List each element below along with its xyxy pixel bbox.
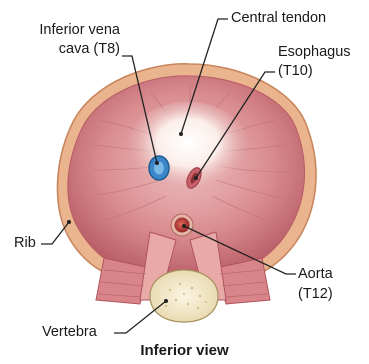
label-central-tendon: Central tendon: [231, 10, 326, 27]
vertebra: [150, 270, 218, 322]
ivc-leader-dot: [155, 161, 159, 165]
label-aorta-line2: (T12): [298, 286, 333, 303]
label-ivc-line2: cava (T8): [0, 41, 120, 58]
label-ivc-line1: Inferior vena: [0, 22, 120, 39]
central-tendon-leader-dot: [179, 132, 183, 136]
label-esophagus-line2: (T10): [278, 63, 313, 80]
esophagus-leader-dot: [194, 176, 198, 180]
label-rib: Rib: [14, 235, 36, 252]
label-aorta-line1: Aorta: [298, 266, 333, 283]
vertebra-leader-dot: [164, 299, 168, 303]
aorta-leader-dot: [182, 224, 186, 228]
label-esophagus-line1: Esophagus: [278, 44, 351, 61]
rib-leader-dot: [67, 220, 71, 224]
caption-inferior-view: Inferior view: [0, 342, 369, 359]
label-vertebra: Vertebra: [42, 324, 97, 341]
aorta: [175, 218, 190, 233]
